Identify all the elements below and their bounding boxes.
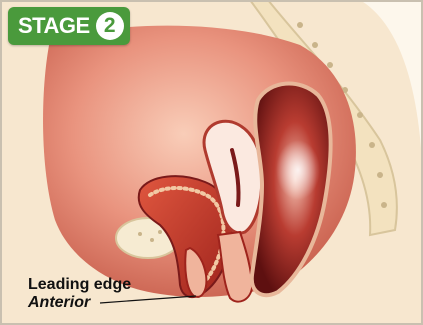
anterior-label: Anterior [28, 294, 90, 312]
leading-edge-label: Leading edge [28, 276, 131, 294]
stage-badge-label: STAGE [18, 13, 90, 39]
stage-badge-number: 2 [96, 12, 124, 40]
stage-badge: STAGE 2 [8, 7, 130, 45]
